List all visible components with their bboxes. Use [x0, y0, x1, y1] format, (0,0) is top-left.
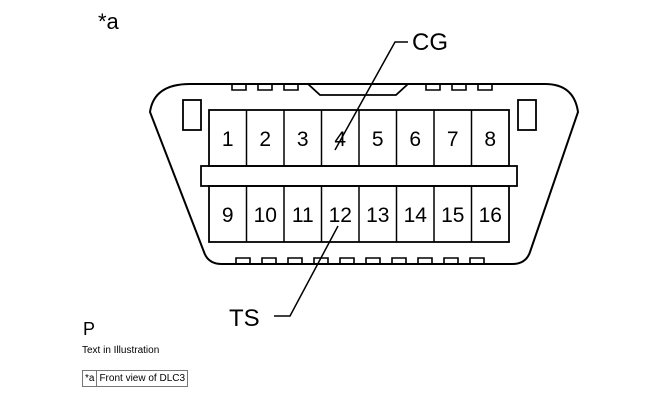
pin-label-6: 6 [409, 128, 421, 151]
callout-label-cg: CG [412, 29, 448, 56]
corner-label: *a [98, 9, 120, 34]
pin-label-3: 3 [297, 128, 309, 151]
housing-tooth [287, 257, 303, 264]
pin-label-10: 10 [254, 204, 277, 227]
pin-label-15: 15 [441, 204, 464, 227]
housing-tooth [443, 257, 459, 264]
right-latch [517, 99, 537, 131]
housing-tooth [391, 257, 407, 264]
housing-tooth [283, 84, 299, 91]
pin-labels-bottom: 9 10 11 12 13 14 15 16 [222, 204, 502, 227]
left-latch [182, 99, 202, 131]
housing-tooth [425, 84, 441, 91]
housing-tooth [469, 257, 485, 264]
pin-label-7: 7 [447, 128, 459, 151]
housing-tooth [339, 257, 355, 264]
callout-leader-cg [334, 41, 408, 151]
legend-key: *a [81, 370, 98, 387]
pin-label-8: 8 [484, 128, 496, 151]
pin-label-16: 16 [479, 204, 502, 227]
housing-tooth [257, 84, 273, 91]
housing-tooth [365, 257, 381, 264]
pin-dividers [245, 110, 473, 242]
pin-label-2: 2 [259, 128, 271, 151]
legend-table: *a Front view of DLC3 [81, 370, 189, 387]
pin-label-13: 13 [366, 204, 389, 227]
pin-label-9: 9 [222, 204, 234, 227]
legend-row: *a Front view of DLC3 [81, 370, 189, 387]
connector-housing [148, 83, 580, 265]
pin-label-5: 5 [372, 128, 384, 151]
housing-tooth [231, 84, 247, 91]
pin-label-14: 14 [404, 204, 428, 227]
callout-label-ts: TS [229, 305, 260, 332]
housing-tooth [451, 84, 467, 91]
housing-key-notch [307, 83, 409, 96]
housing-tooth [261, 257, 277, 264]
callout-leader-ts [274, 225, 339, 317]
housing-bottom-teeth [235, 257, 485, 264]
housing-tooth [477, 84, 493, 91]
figure-letter: P [83, 319, 96, 339]
housing-tooth [235, 257, 251, 264]
housing-top-teeth [231, 84, 493, 91]
pin-label-12: 12 [329, 204, 352, 227]
legend-value: Front view of DLC3 [96, 370, 189, 387]
housing-tooth [417, 257, 433, 264]
legend-caption: Text in Illustration [82, 345, 160, 356]
pin-label-1: 1 [222, 128, 234, 151]
pin-label-11: 11 [292, 204, 314, 227]
